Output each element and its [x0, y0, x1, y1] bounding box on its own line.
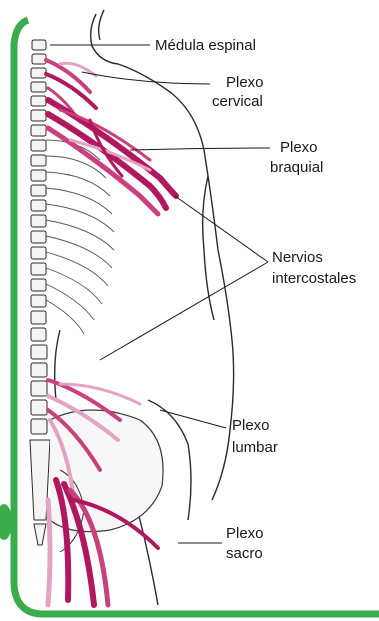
- label-lumbar-line1: Plexo: [232, 417, 270, 434]
- label-cervical-line1: Plexo: [226, 74, 264, 91]
- label-braquial-line1: Plexo: [280, 139, 318, 156]
- label-braquial-line2: braquial: [270, 159, 323, 176]
- green-tab: [0, 504, 12, 540]
- brachial-plexus: [48, 100, 176, 214]
- label-cervical-line2: cervical: [212, 93, 263, 110]
- label-sacro-line1: Plexo: [226, 525, 264, 542]
- label-intercostales-line2: intercostales: [272, 270, 356, 287]
- label-intercostales-line1: Nervios: [272, 249, 323, 266]
- label-medula-espinal: Médula espinal: [155, 37, 256, 54]
- label-lumbar-line2: lumbar: [232, 439, 278, 456]
- label-sacro-line2: sacro: [226, 545, 263, 562]
